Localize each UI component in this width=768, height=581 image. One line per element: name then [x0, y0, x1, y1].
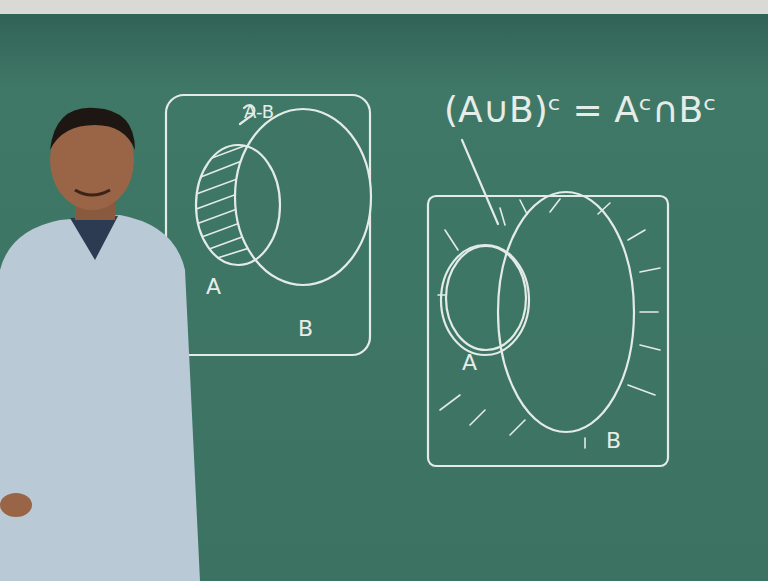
universe-rect [428, 196, 668, 466]
lecturer [0, 108, 200, 581]
set-a-circle [441, 245, 529, 355]
set-label: A [462, 352, 477, 374]
set-label: B [606, 430, 621, 452]
board-frame [0, 0, 768, 14]
hatching [438, 199, 660, 448]
set-a-circle [196, 145, 280, 265]
leader-line [462, 140, 498, 224]
formula: (A∪B)ᶜ = Aᶜ∩Bᶜ [444, 92, 716, 128]
set-label: A [206, 276, 221, 298]
set-label: A-B [244, 103, 274, 121]
set-label: B [298, 318, 313, 340]
set-b-circle [498, 192, 634, 432]
universe-rect [166, 95, 370, 355]
set-a-circle [446, 246, 526, 350]
